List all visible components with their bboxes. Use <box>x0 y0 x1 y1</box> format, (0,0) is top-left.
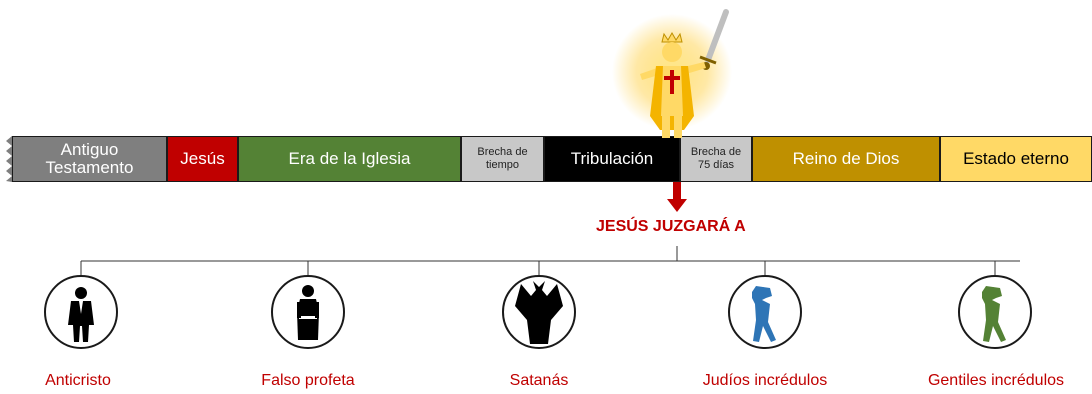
segment-label: Reino de Dios <box>792 149 900 169</box>
jesus-king-icon <box>612 9 732 138</box>
segment-tribulacion: Tribulación <box>544 136 680 182</box>
label-satanas: Satanás <box>509 372 569 389</box>
man-in-suit-icon <box>44 275 118 349</box>
robed-figure-icon <box>271 275 345 349</box>
torn-edge <box>6 136 12 182</box>
segment-brecha-tiempo: Brecha de tiempo <box>461 136 544 182</box>
segment-reino-dios: Reino de Dios <box>752 136 940 182</box>
label-anticristo: Anticristo <box>45 372 111 389</box>
segment-brecha-75-dias: Brecha de 75 días <box>680 136 752 182</box>
label-falso-profeta: Falso profeta <box>261 372 355 389</box>
down-arrow-icon <box>667 182 687 212</box>
connector-lines <box>80 246 1020 277</box>
segment-label: Tribulación <box>570 149 654 169</box>
distressed-person-icon <box>958 275 1032 349</box>
label-judios-incredulos: Judíos incrédulos <box>702 372 828 389</box>
segment-label: Brecha de tiempo <box>477 145 528 171</box>
winged-demon-icon <box>502 275 576 349</box>
judgment-heading: JESÚS JUZGARÁ A <box>596 218 746 235</box>
segment-jesus: Jesús <box>167 136 238 182</box>
segment-label: Era de la Iglesia <box>288 149 411 169</box>
segment-era-iglesia: Era de la Iglesia <box>238 136 461 182</box>
segment-label: Estado eterno <box>963 149 1069 169</box>
segment-antiguo-testamento: Antiguo Testamento <box>12 136 167 182</box>
segment-label: Brecha de 75 días <box>690 145 742 171</box>
label-gentiles-incredulos: Gentiles incrédulos <box>927 372 1065 389</box>
distressed-person-icon <box>728 275 802 349</box>
segment-label: Jesús <box>180 149 225 169</box>
segment-label: Antiguo Testamento <box>45 140 134 177</box>
